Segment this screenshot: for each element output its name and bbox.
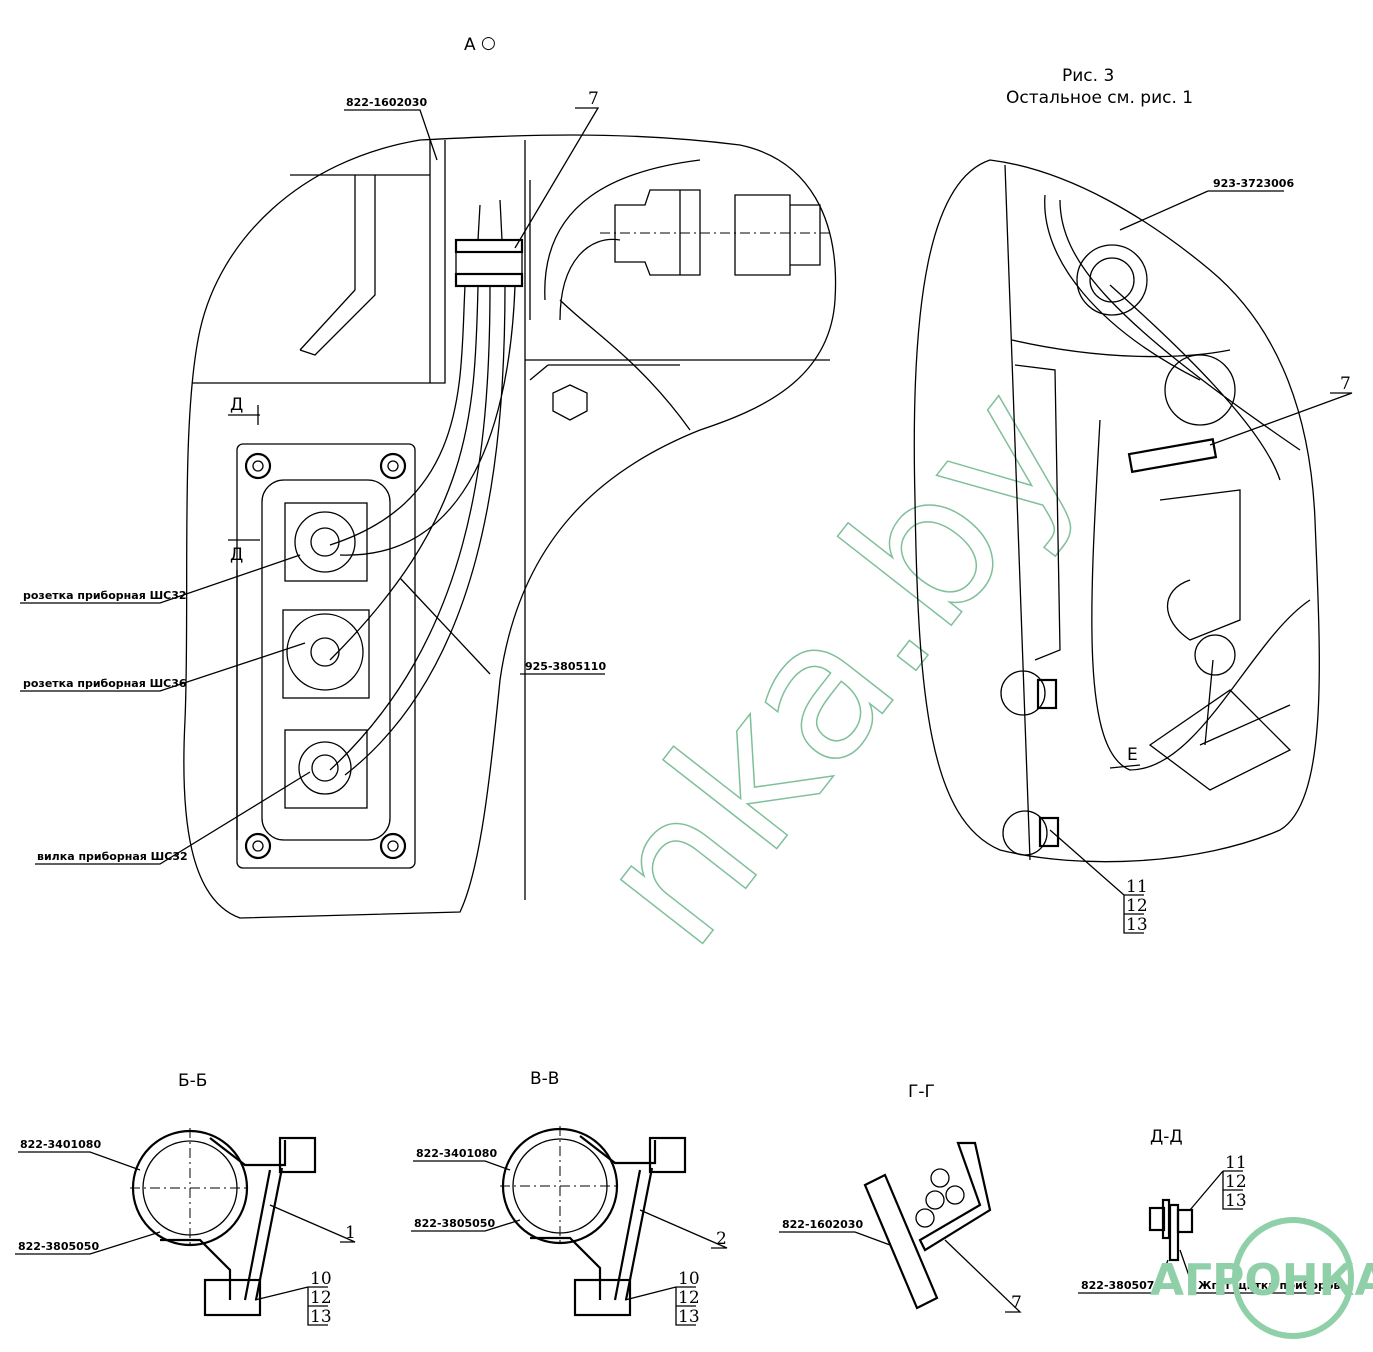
connector-sh36-socket xyxy=(282,609,370,699)
label-925-3805110: 925-3805110 xyxy=(525,660,606,673)
stack-12: 12 xyxy=(1126,896,1148,916)
logo-text: АГРОНКА xyxy=(1150,1255,1373,1306)
view-e-label: Е xyxy=(1127,745,1138,765)
bb-label-part-a: 822-3401080 xyxy=(20,1138,101,1151)
gg-item: 7 xyxy=(1011,1293,1022,1313)
section-bb: Б-Б 822-3401080 822-3805050 1 10 12 13 xyxy=(15,1071,356,1327)
section-bb-title: Б-Б xyxy=(178,1071,207,1091)
dd-label-part-a: 822-3805072 xyxy=(1081,1279,1162,1292)
dd-stack-0: 11 xyxy=(1225,1153,1247,1173)
section-gg: Г-Г 822-1602030 7 xyxy=(779,1082,1022,1313)
dd-stack-2: 13 xyxy=(1225,1191,1247,1211)
label-923-3723006: 923-3723006 xyxy=(1213,177,1294,190)
section-gg-title: Г-Г xyxy=(908,1082,935,1102)
view-a-outline xyxy=(183,134,837,919)
view-a: А ○ Д Д xyxy=(20,33,837,919)
vv-stack-0: 10 xyxy=(678,1269,700,1289)
section-vv-title: В-В xyxy=(530,1069,559,1089)
vv-label-part-b: 822-3805050 xyxy=(414,1217,495,1230)
watermark-text: nka.by xyxy=(553,347,1119,985)
gg-label-part-a: 822-1602030 xyxy=(782,1218,863,1231)
connector-sh32-socket xyxy=(284,502,368,582)
section-dd-title: Д-Д xyxy=(1150,1127,1183,1147)
figure-3-outline xyxy=(913,159,1320,863)
bb-stack-2: 13 xyxy=(310,1307,332,1327)
label-socket-sh32: розетка приборная ШС32 xyxy=(23,589,187,602)
stack-13: 13 xyxy=(1126,915,1148,935)
label-item-7: 7 xyxy=(588,89,599,109)
dd-stack-1: 12 xyxy=(1225,1172,1247,1192)
figure-3: Рис. 3 Остальное см. рис. 1 923-3723006 … xyxy=(913,66,1353,935)
bb-label-part-b: 822-3805050 xyxy=(18,1240,99,1253)
label-socket-sh36: розетка приборная ШС36 xyxy=(23,677,187,690)
bb-stack-0: 10 xyxy=(310,1269,332,1289)
label-plug-sh32: вилка приборная ШС32 xyxy=(37,850,188,863)
vv-stack-1: 12 xyxy=(678,1288,700,1308)
agronka-logo: АГРОНКА xyxy=(1150,1217,1373,1339)
section-d-bottom: Д xyxy=(230,545,243,565)
figure-title: Рис. 3 xyxy=(1062,66,1114,86)
bb-stack-1: 12 xyxy=(310,1288,332,1308)
section-dd: Д-Д 11 12 13 822-3805072 Жгут щитка приб… xyxy=(1078,1127,1340,1294)
label-822-1602030: 822-1602030 xyxy=(346,96,427,109)
rotation-icon: ○ xyxy=(481,33,496,53)
bb-item: 1 xyxy=(345,1223,356,1243)
vv-label-part-a: 822-3401080 xyxy=(416,1147,497,1160)
view-a-title: А xyxy=(464,35,476,55)
section-d-top: Д xyxy=(230,395,243,415)
label-fig3-item-7: 7 xyxy=(1340,374,1351,394)
panel-bolts xyxy=(244,452,407,860)
connector-sh32-plug xyxy=(284,729,368,809)
stack-11: 11 xyxy=(1126,877,1148,897)
vv-item: 2 xyxy=(716,1229,727,1249)
vv-stack-2: 13 xyxy=(678,1307,700,1327)
figure-note: Остальное см. рис. 1 xyxy=(1006,88,1193,108)
section-vv: В-В 822-3401080 822-3805050 2 10 12 13 xyxy=(411,1069,728,1327)
